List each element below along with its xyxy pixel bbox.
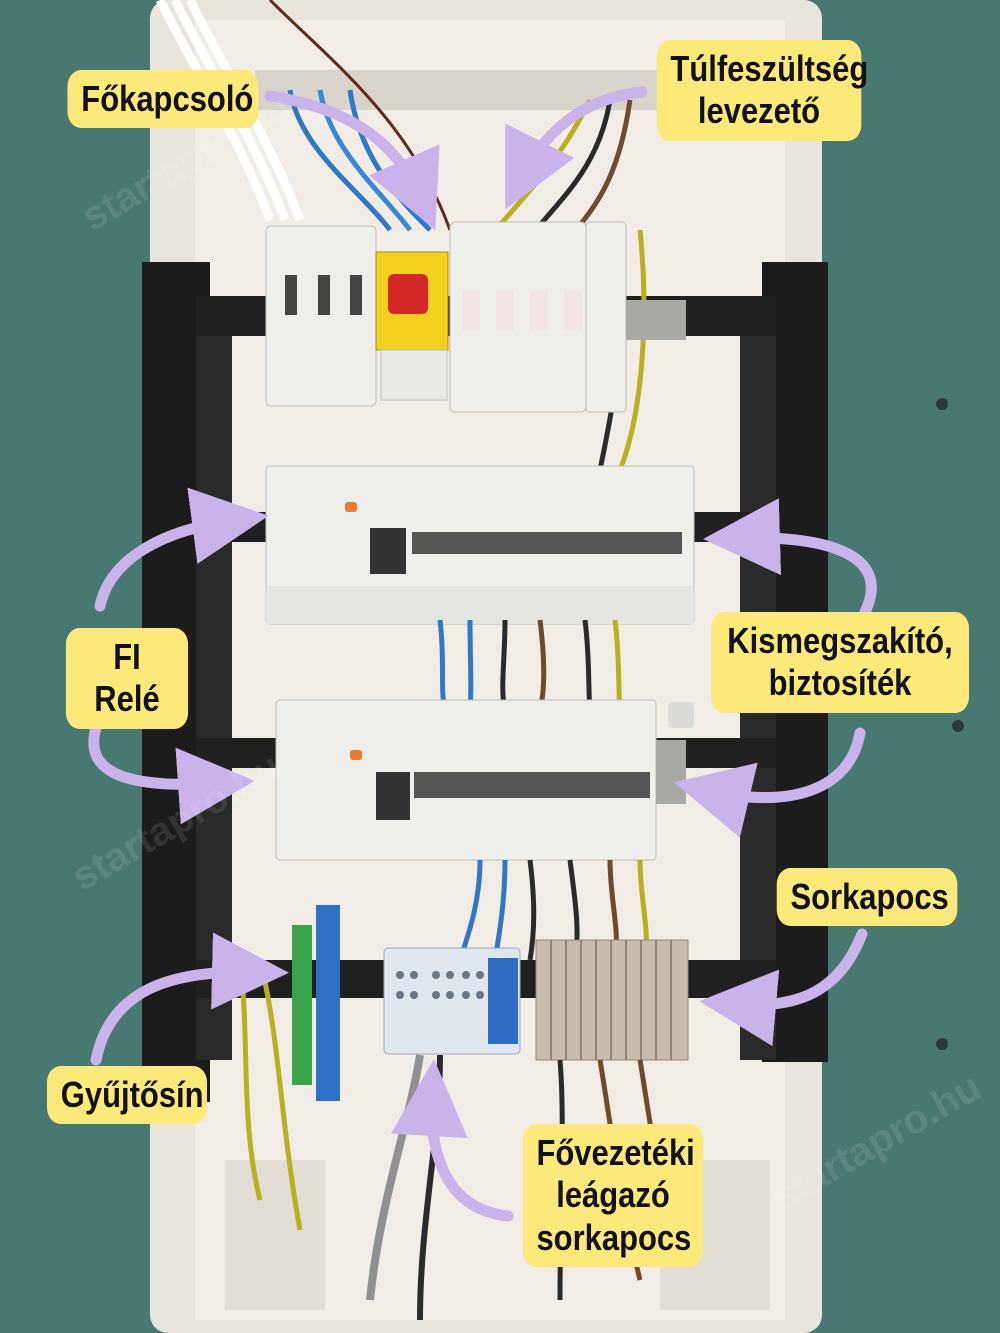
label-main-switch: Főkapcsoló xyxy=(67,70,259,129)
label-surge-arrester: Túlfeszültség levezető xyxy=(656,40,868,141)
label-terminal-block: Sorkapocs xyxy=(776,868,958,927)
distribution-block xyxy=(383,947,521,1055)
label-main-distribution-terminal: Fővezetéki leágazó sorkapocs xyxy=(522,1124,704,1268)
main-breaker-block xyxy=(265,225,377,407)
label-circuit-breaker: Kismegszakító, biztosíték xyxy=(711,612,969,713)
busbar-blue xyxy=(316,905,340,1101)
annotation-arrows xyxy=(88,86,877,1222)
label-busbar: Gyűjtősín xyxy=(47,1066,207,1125)
label-rcd: FI Relé xyxy=(65,628,189,729)
busbar-green xyxy=(292,925,312,1085)
